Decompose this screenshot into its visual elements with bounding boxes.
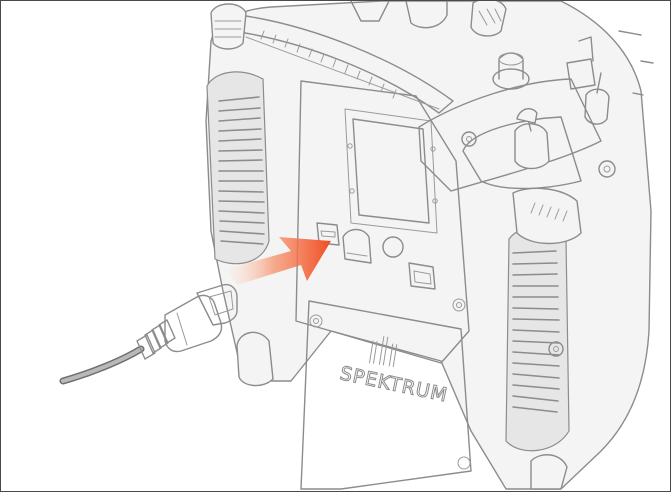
- right-foot: [530, 454, 568, 490]
- screw-hole: [457, 456, 471, 470]
- transmitter-body: SPEKTRUM: [205, 1, 654, 490]
- left-foot: [236, 331, 274, 387]
- control-stick: [514, 108, 550, 170]
- insert-arrow: [227, 237, 331, 285]
- sd-card-slot: [342, 228, 372, 264]
- battery-cover: [300, 300, 472, 490]
- right-grip: [505, 225, 570, 452]
- data-port: [408, 262, 436, 290]
- back-panel: [295, 80, 470, 364]
- round-port: [382, 236, 404, 258]
- back-window: [352, 118, 430, 224]
- cable-strain-relief: [136, 319, 176, 360]
- left-grip-ribs: [218, 96, 265, 245]
- right-switch: [566, 58, 596, 90]
- brand-logo: [369, 336, 398, 367]
- usb-plug-body: [164, 294, 223, 353]
- screw-hole-center: [456, 302, 462, 308]
- usb-cable: [59, 283, 238, 385]
- right-grip-ribs: [512, 250, 560, 413]
- brand-wordmark: SPEKTRUM: [338, 362, 450, 406]
- screw-hole-center: [313, 318, 319, 324]
- screw-hole: [309, 314, 323, 328]
- top-left-knob: [210, 3, 247, 50]
- handle-grip-teeth: [260, 30, 397, 99]
- screw-hole: [452, 298, 466, 312]
- top-right-knob: [470, 1, 507, 37]
- usb-plug-head: [196, 283, 238, 326]
- carry-handle: [232, 14, 454, 114]
- gimbal-housing: [418, 78, 602, 192]
- left-grip: [206, 71, 270, 265]
- micro-usb-port: [316, 222, 340, 246]
